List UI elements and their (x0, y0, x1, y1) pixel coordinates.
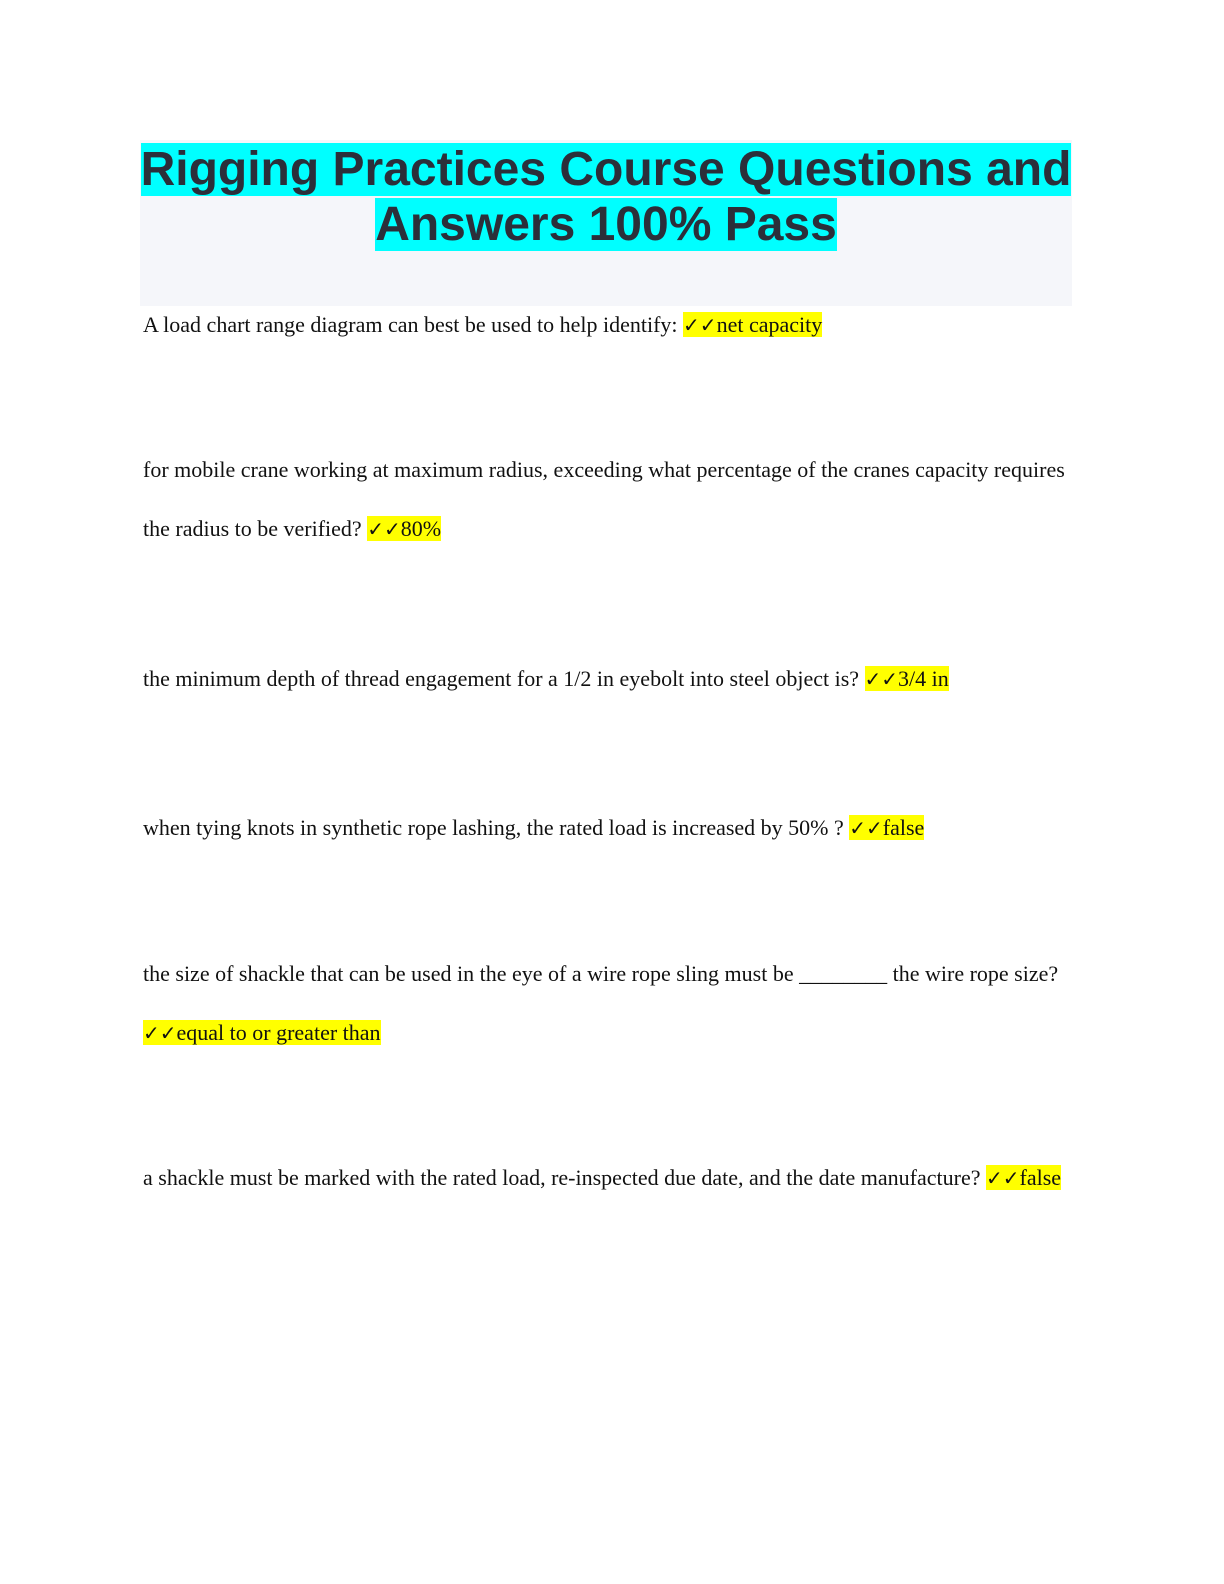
question-text: the minimum depth of thread engagement f… (143, 666, 865, 691)
question-text: the size of shackle that can be used in … (143, 961, 1059, 986)
question-text: for mobile crane working at maximum radi… (143, 457, 1065, 541)
answer-text: 80% (400, 516, 442, 541)
answer-text: false (882, 815, 925, 840)
answer-highlight: ✓✓false (985, 1165, 1062, 1190)
question-text: A load chart range diagram can best be u… (143, 312, 684, 337)
answer-text: false (1019, 1165, 1062, 1190)
double-check-icon: ✓✓ (683, 313, 717, 337)
answer-highlight: ✓✓net capacity (683, 312, 823, 337)
title-block: Rigging Practices Course Questions and A… (140, 140, 1072, 306)
question-text: when tying knots in synthetic rope lashi… (143, 815, 850, 840)
qa-item-4: when tying knots in synthetic rope lashi… (143, 798, 1073, 858)
question-text: a shackle must be marked with the rated … (143, 1165, 986, 1190)
qa-item-1: A load chart range diagram can best be u… (143, 295, 1073, 355)
answer-text: net capacity (716, 312, 823, 337)
qa-item-3: the minimum depth of thread engagement f… (143, 649, 1073, 709)
qa-item-5: the size of shackle that can be used in … (143, 944, 1073, 1063)
title-line-1: Rigging Practices Course Questions and (140, 143, 1072, 196)
double-check-icon: ✓✓ (143, 1021, 177, 1045)
title-line-2: Answers 100% Pass (375, 198, 837, 251)
double-check-icon: ✓✓ (849, 816, 883, 840)
qa-item-6: a shackle must be marked with the rated … (143, 1148, 1073, 1208)
double-check-icon: ✓✓ (367, 517, 401, 541)
page-title: Rigging Practices Course Questions and A… (140, 140, 1072, 252)
answer-text: equal to or greater than (176, 1020, 381, 1045)
double-check-icon: ✓✓ (864, 667, 899, 691)
double-check-icon: ✓✓ (985, 1166, 1020, 1190)
answer-text: 3/4 in (898, 666, 949, 691)
qa-item-2: for mobile crane working at maximum radi… (143, 440, 1073, 559)
answer-highlight: ✓✓equal to or greater than (143, 1020, 381, 1045)
answer-highlight: ✓✓80% (367, 516, 442, 541)
answer-highlight: ✓✓false (849, 815, 925, 840)
answer-highlight: ✓✓3/4 in (864, 666, 949, 691)
